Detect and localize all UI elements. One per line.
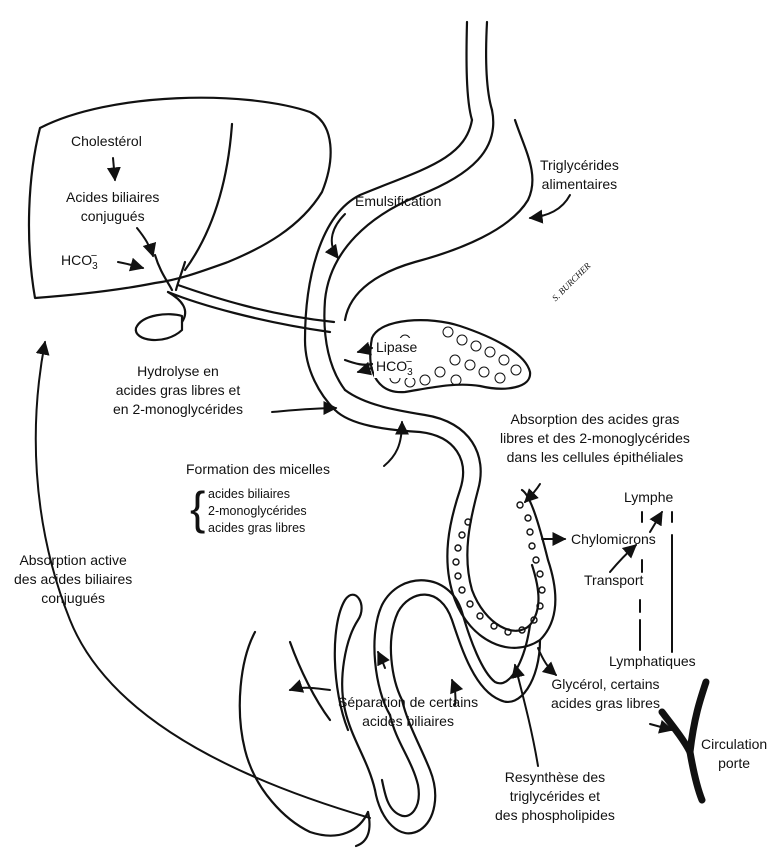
label-lipase: Lipase	[374, 338, 419, 357]
label-lymphatiques: Lymphatiques	[609, 652, 696, 671]
label-triglycerides-alimentaires: Triglycérides alimentaires	[540, 156, 619, 194]
arrow-absorption	[525, 484, 540, 502]
liver-lobe-line	[185, 124, 232, 270]
arrow-separation-up-1	[378, 652, 385, 668]
label-chylomicrons: Chylomicrons	[571, 530, 656, 549]
micelle-brace: {	[190, 484, 205, 532]
arrow-transport	[610, 545, 636, 572]
pancreatic-duct	[345, 360, 372, 365]
portal-vein-left-branch	[662, 712, 690, 752]
label-lymphe: Lymphe	[624, 488, 673, 507]
arrow-chylo-lymphe	[650, 512, 662, 532]
label-transport: Transport	[584, 571, 643, 590]
arrow-glycerol	[538, 648, 556, 675]
arrow-hco3-liver	[118, 262, 143, 268]
esophagus-right-wall	[486, 22, 492, 110]
label-absorption-acides-gras: Absorption des acides gras libres et des…	[500, 410, 690, 467]
colon-right-wall	[290, 642, 330, 720]
arrow-hco3-pancreas	[358, 368, 372, 372]
label-circulation-porte: Circulation porte	[701, 735, 767, 773]
label-acides-biliaires-conjugues: Acides biliaires conjugués	[66, 188, 159, 226]
epithelial-cells	[453, 502, 545, 635]
label-formation-micelles: Formation des micelles	[186, 460, 330, 479]
label-emulsification: Émulsification	[355, 192, 441, 211]
label-separation: Séparation de certains acides biliaires	[338, 693, 478, 731]
label-hco3-liver: HCO3−	[61, 250, 97, 272]
label-cholesterol: Cholestérol	[71, 132, 142, 151]
arrow-triglycerides	[530, 195, 570, 218]
label-hydrolyse: Hydrolyse en acides gras libres et en 2-…	[113, 362, 243, 419]
arrow-resynthese	[515, 665, 538, 766]
label-absorption-active: Absorption active des acides biliaires c…	[14, 551, 132, 608]
label-micelle-components: acides biliaires 2-monoglycérides acides…	[208, 486, 307, 537]
arrow-cholesterol	[113, 158, 115, 180]
esophagus-left-wall	[467, 22, 472, 120]
gallbladder	[136, 314, 182, 340]
hepatic-duct-left	[155, 255, 172, 290]
arrow-acides-biliaires	[137, 228, 153, 256]
label-resynthese: Resynthèse des triglycérides et des phos…	[495, 768, 615, 825]
colon-left-wall	[240, 632, 368, 836]
label-glycerol: Glycérol, certains acides gras libres	[551, 675, 660, 713]
arrow-hydrolyse	[272, 408, 336, 412]
label-hco3-pancreas: HCO3−	[374, 356, 414, 378]
